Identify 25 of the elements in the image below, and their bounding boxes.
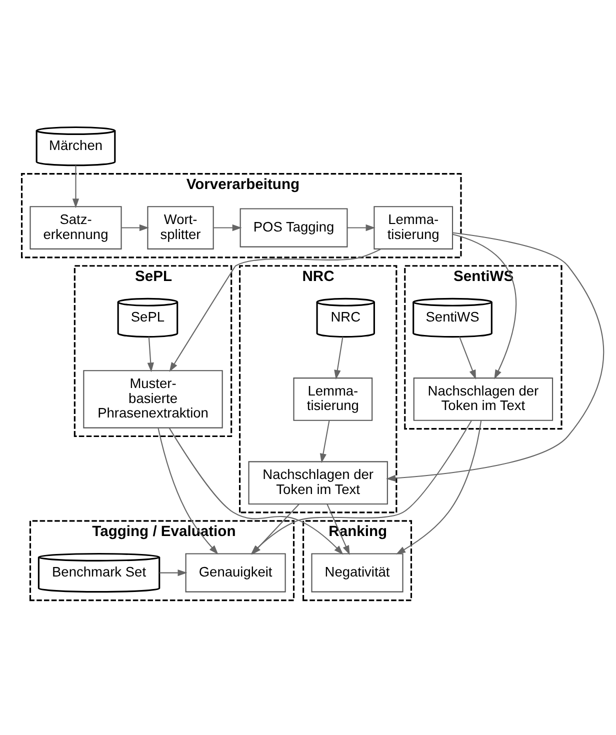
arrow xyxy=(121,224,148,231)
arrow xyxy=(168,248,381,372)
arrow xyxy=(157,428,218,554)
arrow xyxy=(395,420,482,554)
arrow xyxy=(72,164,79,208)
node-box: Lemma-tisierung xyxy=(373,206,453,249)
node-box: Satz-erkennung xyxy=(29,206,122,249)
node-box: Lemma-tisierung xyxy=(292,377,372,420)
node-box: POS Tagging xyxy=(239,208,348,247)
node-box: Nachschlagen der Token im Text xyxy=(412,377,553,420)
arrow xyxy=(213,224,242,231)
arrow xyxy=(326,504,350,555)
arrow xyxy=(159,568,187,576)
node-box: Negativität xyxy=(310,552,403,592)
node-box: Genauigkeit xyxy=(184,552,286,592)
arrow xyxy=(346,224,375,231)
node-box: Nachschlagen der Token im Text xyxy=(248,460,388,504)
arrow xyxy=(334,336,343,380)
arrow xyxy=(146,336,154,372)
arrow xyxy=(458,336,476,379)
node-box: Muster-basierte Phrasenextraktion xyxy=(82,370,222,428)
arrow xyxy=(386,232,604,482)
arrow xyxy=(452,233,516,379)
arrow xyxy=(319,420,330,463)
node-box: Wort-splitter xyxy=(146,206,214,249)
